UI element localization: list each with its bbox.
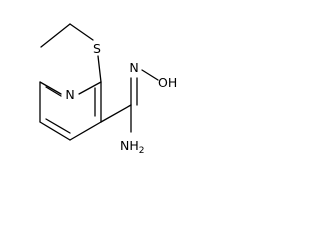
bond-c3-c4 xyxy=(69,121,102,141)
amine-label: NH2 xyxy=(120,138,144,156)
molecule-structure: S N N OH NH2 xyxy=(39,23,177,156)
bond-c4-c5-inner xyxy=(45,118,71,134)
bond-c3-amidine-c xyxy=(100,104,132,123)
amine-subscript-label: 2 xyxy=(139,146,145,156)
amine-base-label: NH xyxy=(120,138,139,153)
bond-ethyl-ch2-s xyxy=(69,23,94,41)
structure-canvas: S N N OH NH2 xyxy=(0,0,201,188)
hydroxyl-label: OH xyxy=(158,75,177,90)
bond-ethyl-ch3-ch2 xyxy=(40,23,71,48)
bond-n1-c2 xyxy=(78,81,102,95)
bond-c4-c5 xyxy=(39,121,71,141)
bond-n-oh xyxy=(141,69,159,81)
bond-c6-n1 xyxy=(39,81,62,95)
bond-c6-n1-inner xyxy=(45,86,62,97)
oxime-nitrogen-label: N xyxy=(129,60,138,75)
bond-s-c2 xyxy=(97,55,102,83)
ring-nitrogen-label: N xyxy=(65,87,74,102)
sulfur-atom-label: S xyxy=(93,41,101,56)
